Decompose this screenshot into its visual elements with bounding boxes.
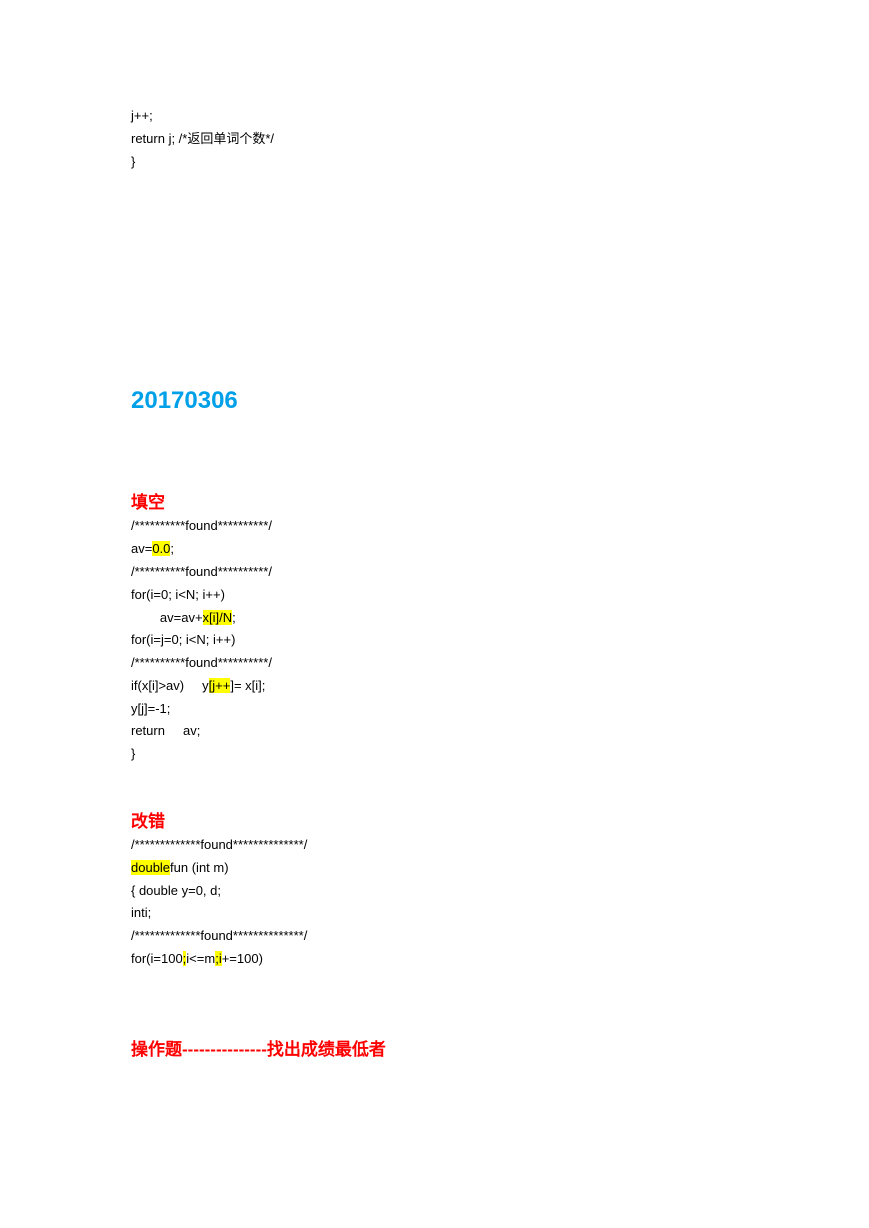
code-line-if: if(x[i]>av) y[j++]= x[i]; <box>131 678 266 693</box>
found-marker: /**********found**********/ <box>131 564 272 579</box>
code-line-int: inti; <box>131 905 152 920</box>
code-line-return-av: return av; <box>131 723 201 738</box>
code-line-for-fix: for(i=100;i<=m;i+=100) <box>131 951 263 966</box>
code-line-for-loop: for(i=0; i<N; i++) <box>131 587 225 602</box>
highlight-answer: ; <box>182 951 187 966</box>
code-line-yj: y[j]=-1; <box>131 701 171 716</box>
fill-section-title: 填空 <box>131 493 165 512</box>
code-line-brace-double: { double y=0, d; <box>131 883 221 898</box>
code-line-close-brace: } <box>131 746 136 761</box>
date-heading: 20170306 <box>131 387 238 414</box>
code-line-return-j: return j; /*返回单词个数*/ <box>131 131 275 146</box>
code-line-close-brace: } <box>131 154 136 169</box>
code-line-double-fun: doublefun (int m) <box>131 860 229 875</box>
code-line-for-loop-2: for(i=j=0; i<N; i++) <box>131 632 236 647</box>
highlight-answer: [j++ <box>208 678 231 693</box>
code-line-j-increment: j++; <box>131 108 153 123</box>
fix-section-title: 改错 <box>131 812 165 831</box>
code-line-av-sum: av=av+x[i]/N; <box>131 610 236 625</box>
highlight-answer: double <box>131 860 171 875</box>
highlight-answer: 0.0 <box>152 541 171 556</box>
highlight-answer: ;i <box>215 951 222 966</box>
found-marker: /*************found**************/ <box>131 928 308 943</box>
found-marker: /*************found**************/ <box>131 837 308 852</box>
found-marker: /**********found**********/ <box>131 518 272 533</box>
found-marker: /**********found**********/ <box>131 655 272 670</box>
highlight-answer: x[i]/N <box>202 610 233 625</box>
op-section-title: 操作题---------------找出成绩最低者 <box>131 1040 386 1059</box>
code-line-av-init: av=0.0; <box>131 541 175 556</box>
